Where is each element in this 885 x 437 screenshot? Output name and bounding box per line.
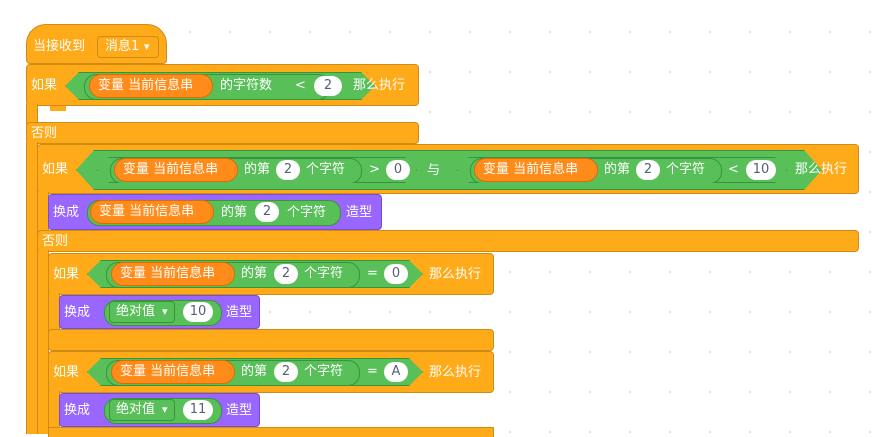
letter-of-label: 的第	[244, 162, 271, 177]
if-keyword: 如果	[53, 365, 80, 380]
when-receive-block[interactable]: 当接收到 消息1 ▾	[26, 24, 167, 64]
compare-value-input[interactable]: A	[384, 362, 408, 382]
char-label: 个字符	[304, 364, 344, 379]
abs-number-input[interactable]: 11	[183, 400, 213, 420]
chevron-down-icon: ▾	[144, 40, 150, 53]
costume-keyword: 造型	[346, 205, 373, 220]
costume-keyword: 造型	[226, 403, 253, 418]
variable-name: 变量 当前信息串	[99, 204, 195, 219]
variable-reporter[interactable]: 变量 当前信息串	[89, 74, 213, 98]
letter-index-input[interactable]: 2	[274, 264, 298, 284]
letter-index-input[interactable]: 2	[636, 160, 660, 180]
lt-symbol: <	[728, 162, 739, 177]
compare-value-input[interactable]: 0	[384, 264, 408, 284]
abs-function-value: 绝对值	[116, 304, 156, 319]
if-keyword: 如果	[42, 162, 69, 177]
abs-function-value: 绝对值	[116, 402, 156, 417]
letter-of-label: 的第	[241, 364, 268, 379]
if-block-bottom	[48, 329, 494, 351]
less-than-operator[interactable]: 变量 当前信息串 的第 2 个字符 < 10	[457, 157, 787, 183]
variable-name: 变量 当前信息串	[120, 364, 216, 379]
and-keyword: 与	[427, 163, 441, 178]
char-label: 个字符	[287, 205, 327, 220]
switch-costume-block[interactable]: 换成 变量 当前信息串 的第 2 个字符 造型	[48, 194, 382, 230]
else-keyword: 否则	[42, 234, 69, 249]
if-block-equals-0[interactable]: 如果 变量 当前信息串 的第 2 个字符 = 0 那么执行	[48, 253, 494, 295]
chevron-down-icon: ▾	[162, 305, 168, 318]
message-dropdown-value: 消息1	[105, 39, 140, 54]
and-operator[interactable]: 变量 当前信息串 的第 2 个字符 > 0 与 变量 当前信息串 的第 2 个字…	[76, 150, 822, 190]
letter-index-input[interactable]: 2	[274, 362, 298, 382]
then-keyword: 那么执行	[353, 78, 406, 93]
variable-reporter[interactable]: 变量 当前信息串	[90, 200, 214, 224]
switch-keyword: 换成	[64, 403, 91, 418]
abs-operator[interactable]: 绝对值 ▾ 11	[104, 398, 222, 424]
switch-costume-block[interactable]: 换成 绝对值 ▾ 11 造型	[59, 393, 260, 427]
message-dropdown[interactable]: 消息1 ▾	[97, 36, 159, 58]
if-keyword: 如果	[53, 267, 80, 282]
equals-operator[interactable]: 变量 当前信息串 的第 2 个字符 = A	[87, 358, 423, 386]
compare-value-input[interactable]: 0	[386, 160, 410, 180]
switch-keyword: 换成	[64, 305, 91, 320]
variable-reporter[interactable]: 变量 当前信息串	[474, 158, 598, 182]
empty-branch-slot	[38, 106, 418, 122]
abs-function-dropdown[interactable]: 绝对值 ▾	[109, 399, 175, 421]
greater-than-operator[interactable]: 变量 当前信息串 的第 2 个字符 > 0	[97, 157, 417, 183]
letter-index-input[interactable]: 2	[255, 202, 279, 222]
length-of-label: 的字符数	[220, 78, 273, 93]
else-bar-middle: 否则	[37, 230, 859, 252]
number-input[interactable]: 2	[314, 76, 342, 96]
then-keyword: 那么执行	[429, 365, 482, 380]
then-keyword: 那么执行	[429, 267, 482, 282]
abs-number-input[interactable]: 10	[183, 302, 213, 322]
else-bar-outer: 否则	[26, 122, 419, 144]
equals-symbol: =	[367, 266, 378, 281]
compare-value-input[interactable]: 10	[746, 160, 776, 180]
equals-symbol: =	[367, 364, 378, 379]
chevron-down-icon: ▾	[162, 403, 168, 416]
variable-reporter[interactable]: 变量 当前信息串	[111, 262, 235, 286]
if-block-equals-a[interactable]: 如果 变量 当前信息串 的第 2 个字符 = A 那么执行	[48, 351, 494, 393]
char-label: 个字符	[304, 266, 344, 281]
if-branch-arm	[26, 104, 38, 126]
else-keyword: 否则	[31, 126, 58, 141]
if-else-block-outer[interactable]: 如果 变量 当前信息串 的字符数 < 2 那么执行	[26, 64, 419, 106]
variable-name: 变量 当前信息串	[123, 162, 219, 177]
variable-name: 变量 当前信息串	[483, 162, 579, 177]
abs-operator[interactable]: 绝对值 ▾ 10	[104, 300, 222, 326]
if-keyword: 如果	[31, 78, 58, 93]
notch	[50, 106, 66, 111]
letter-of-label: 的第	[604, 162, 631, 177]
char-label: 个字符	[666, 162, 706, 177]
char-label: 个字符	[306, 162, 346, 177]
when-receive-label: 当接收到	[33, 39, 86, 54]
variable-reporter[interactable]: 变量 当前信息串	[111, 360, 235, 384]
equals-operator[interactable]: 变量 当前信息串 的第 2 个字符 = 0	[87, 260, 423, 288]
abs-function-dropdown[interactable]: 绝对值 ▾	[109, 301, 175, 323]
variable-name: 变量 当前信息串	[120, 266, 216, 281]
switch-costume-block[interactable]: 换成 绝对值 ▾ 10 造型	[59, 295, 260, 329]
lt-symbol: <	[295, 78, 306, 93]
if-else-block-middle[interactable]: 如果 变量 当前信息串 的第 2 个字符 > 0 与 变量 当前信息串 的第 2…	[37, 144, 859, 194]
then-keyword: 那么执行	[795, 162, 848, 177]
if-block-bottom	[48, 427, 494, 437]
variable-name: 变量 当前信息串	[98, 78, 194, 93]
gt-symbol: >	[369, 162, 380, 177]
letter-index-input[interactable]: 2	[276, 160, 300, 180]
less-than-operator[interactable]: 变量 当前信息串 的字符数 < 2	[65, 72, 375, 100]
switch-keyword: 换成	[53, 205, 80, 220]
variable-reporter[interactable]: 变量 当前信息串	[114, 158, 238, 182]
letter-of-label: 的第	[221, 205, 248, 220]
letter-of-label: 的第	[241, 266, 268, 281]
costume-keyword: 造型	[226, 305, 253, 320]
